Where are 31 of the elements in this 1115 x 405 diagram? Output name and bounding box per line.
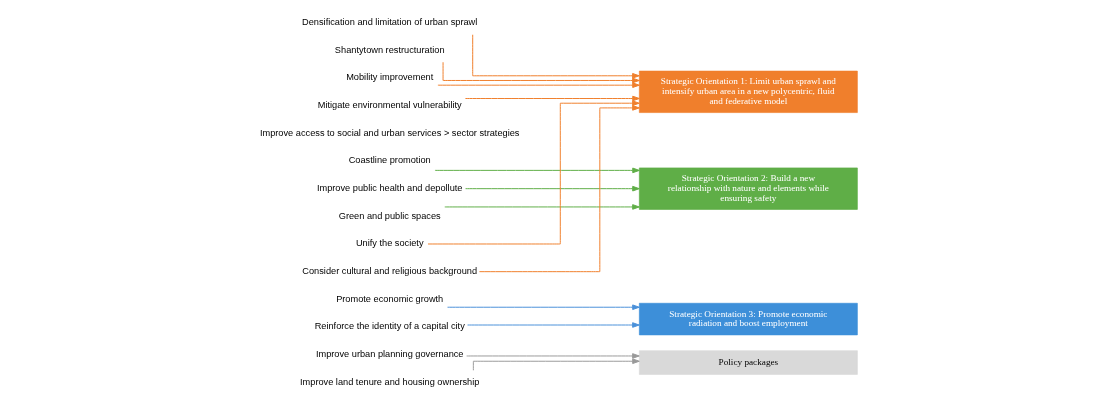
arrow bbox=[464, 185, 640, 192]
node-text: Consider cultural and religious background bbox=[301, 266, 477, 277]
node-box: Strategic Orientation 1: Limit urban sprawl and intensify urban area in a new polycentric, fluid and federative model bbox=[638, 70, 858, 113]
arrow bbox=[464, 95, 640, 102]
node-box: Strategic Orientation 2: Build a new relationship with nature and elements while ensuring safety bbox=[638, 167, 858, 210]
node-text: Densification and limitation of urban sprawl bbox=[301, 17, 477, 28]
node-text: Mobility improvement bbox=[345, 72, 433, 83]
arrow bbox=[436, 82, 640, 88]
node-text: Unify the society bbox=[355, 238, 424, 249]
arrow bbox=[446, 304, 640, 311]
arrow bbox=[472, 358, 640, 371]
node-box: Policy packages bbox=[638, 350, 858, 375]
arrow bbox=[443, 204, 640, 210]
arrow bbox=[427, 100, 640, 245]
node-text: Coastline promotion bbox=[348, 155, 431, 166]
node-box: Strategic Orientation 3: Promote economic radiation and boost employment bbox=[638, 302, 858, 336]
node-text: Shantytown restructuration bbox=[334, 44, 445, 55]
arrow bbox=[465, 353, 640, 359]
arrow bbox=[478, 105, 640, 273]
arrow bbox=[466, 322, 640, 328]
node-text: Mitigate environmental vulnerability bbox=[317, 100, 462, 111]
node-text: Improve urban planning governance bbox=[315, 349, 464, 360]
node-text: Green and public spaces bbox=[338, 210, 441, 221]
node-text: Promote economic growth bbox=[335, 293, 443, 304]
node-text: Reinforce the identity of a capital city bbox=[314, 321, 465, 332]
arrow bbox=[442, 61, 640, 84]
arrow bbox=[471, 34, 640, 79]
label: Improve access to social and urban services > sector strategies bbox=[259, 127, 519, 138]
node-text: Improve public health and depollute bbox=[316, 183, 462, 194]
node-text: Improve land tenure and housing ownership bbox=[299, 376, 479, 387]
arrow bbox=[433, 167, 640, 174]
